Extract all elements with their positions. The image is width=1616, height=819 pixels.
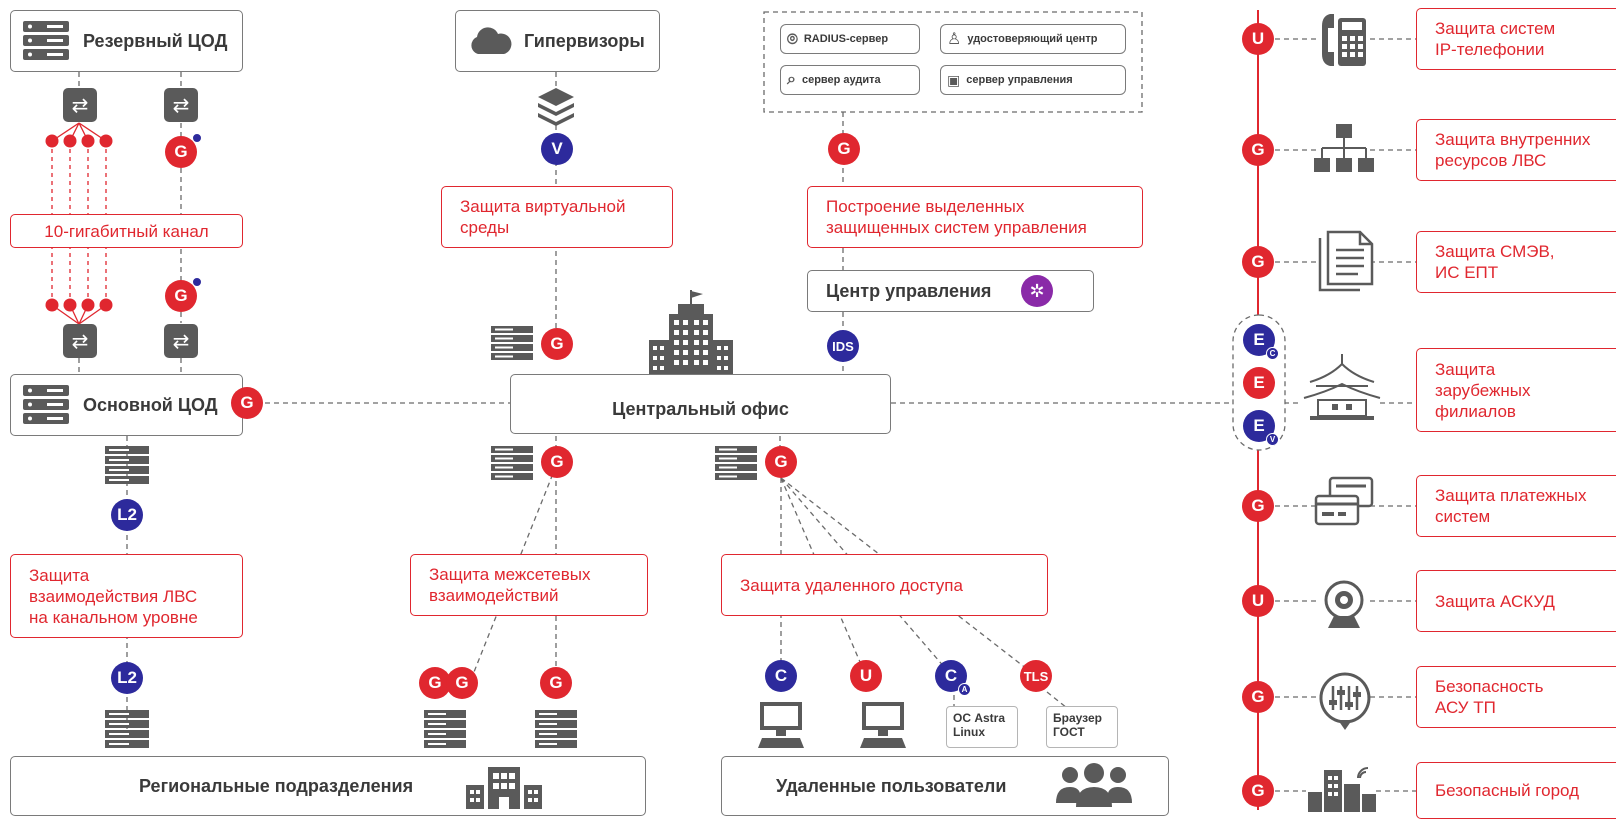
regional-divisions-label: Региональные подразделения: [139, 775, 414, 796]
control-center-label: Центр управления: [826, 280, 992, 301]
gost-badge-regional-2: G: [446, 667, 478, 699]
controller-icon: [1319, 672, 1371, 730]
panel-ip-telephony[interactable]: Защита систем IP-телефонии: [1416, 8, 1616, 70]
remote-users-box[interactable]: Удаленные пользователи: [721, 756, 1169, 816]
internetwork-protection-label: Защита межсетевых взаимодействий: [410, 554, 648, 616]
tls-badge: TLS: [1020, 660, 1052, 692]
ca-person-icon: ♙: [947, 31, 962, 48]
cards-icon: [1314, 476, 1374, 526]
server-stack-icon: [105, 446, 149, 484]
gost-badge-regional-1: G: [419, 667, 451, 699]
server-stack-icon: [535, 710, 577, 748]
cloud-icon: [471, 27, 512, 54]
g-badge-lan: G: [1242, 134, 1274, 166]
server-stack-icon: [715, 446, 757, 480]
hypervisors-box[interactable]: Гипервизоры: [455, 10, 660, 72]
city-icon: [1308, 767, 1376, 812]
reserve-dc-label: Резервный ЦОД: [83, 30, 228, 51]
g-badge-city: G: [1242, 775, 1274, 807]
layers-icon: [538, 88, 574, 126]
reserve-dc-box[interactable]: Резервный ЦОД: [10, 10, 243, 72]
g-badge-asutp: G: [1242, 681, 1274, 713]
u-badge-telephony: U: [1242, 23, 1274, 55]
virtual-protection-label: Защита виртуальной среды: [441, 186, 673, 248]
v-badge: V: [541, 133, 573, 165]
central-office-box[interactable]: Центральный офис: [510, 374, 891, 434]
dedicated-mgmt-label: Построение выделенных защищенных систем …: [807, 186, 1143, 248]
radius-server-pill[interactable]: ⌾ RADIUS-сервер: [780, 24, 920, 54]
webcam-icon: [1324, 580, 1364, 628]
gost-badge-virtual: G: [541, 328, 573, 360]
gost-badge-remote: G: [765, 446, 797, 478]
astra-linux-box: ОС Astra Linux: [946, 706, 1018, 748]
document-icon: [1318, 230, 1374, 292]
desktop-computer-icon: [860, 702, 906, 748]
users-group-icon: [1056, 763, 1132, 807]
switch-icon-reserve-2: ⇄: [164, 88, 198, 122]
l2-badge-bottom: L2: [111, 662, 143, 694]
server-stack-icon: [424, 710, 466, 748]
desktop-computer-icon: [758, 702, 804, 748]
panel-payment-systems[interactable]: Защита платежных систем: [1416, 475, 1616, 537]
switch-icon-main-1: ⇄: [63, 324, 97, 358]
management-monitor-icon: ▣: [947, 71, 961, 88]
switch-icon-main-2: ⇄: [164, 324, 198, 358]
control-hub-icon: ✲: [1021, 275, 1053, 307]
panel-ackud[interactable]: Защита АСКУД: [1416, 570, 1616, 632]
gost-badge-regional-3: G: [540, 667, 572, 699]
main-dc-box[interactable]: Основной ЦОД: [10, 374, 243, 436]
l2-protection-label: Защита взаимодействия ЛВС на канальном у…: [10, 554, 243, 638]
g-badge-smev: G: [1242, 246, 1274, 278]
main-dc-label: Основной ЦОД: [83, 394, 218, 415]
u-badge-ackud: U: [1242, 585, 1274, 617]
hypervisors-label: Гипервизоры: [524, 30, 645, 51]
panel-smev[interactable]: Защита СМЭВ, ИС ЕПТ: [1416, 231, 1616, 293]
switch-icon-reserve-1: ⇄: [63, 88, 97, 122]
ids-badge: IDS: [827, 330, 859, 362]
server-stack-icon: [105, 710, 149, 748]
panel-foreign-branches[interactable]: Защита зарубежных филиалов: [1416, 348, 1616, 432]
pagoda-icon: [1303, 354, 1381, 420]
panel-asu-tp[interactable]: Безопасность АСУ ТП: [1416, 666, 1616, 728]
g-badge-payment: G: [1242, 490, 1274, 522]
audit-search-icon: ⌕: [787, 71, 796, 88]
ten-gigabit-channel-label: 10-гигабитный канал: [10, 214, 243, 248]
server-stack-icon: [491, 446, 533, 480]
city-buildings-icon: [466, 767, 542, 809]
management-server-pill[interactable]: ▣ сервер управления: [940, 65, 1126, 95]
audit-server-pill[interactable]: ⌕ сервер аудита: [780, 65, 920, 95]
gost-badge-reserve: G: [165, 133, 202, 168]
e-badge: E: [1243, 367, 1275, 399]
certificate-authority-pill[interactable]: ♙ удостоверяющий центр: [940, 24, 1126, 54]
server-stack-icon: [491, 326, 533, 360]
network-tree-icon: [1314, 124, 1374, 172]
server-rack-icon: [23, 21, 69, 60]
gost-badge-main-link: G: [165, 277, 202, 312]
central-office-label: Центральный офис: [612, 398, 789, 419]
panel-lan-resources[interactable]: Защита внутренних ресурсов ЛВС: [1416, 119, 1616, 181]
c-badge-remote: C: [765, 660, 797, 692]
server-rack-icon: [23, 385, 69, 424]
panel-safe-city[interactable]: Безопасный город: [1416, 762, 1616, 819]
phone-icon: [1322, 14, 1366, 66]
control-center-box[interactable]: Центр управления ✲: [807, 270, 1094, 312]
gost-browser-box: Браузер ГОСТ: [1046, 706, 1118, 748]
fingerprint-icon: ⌾: [787, 28, 798, 49]
regional-divisions-box[interactable]: Региональные подразделения: [10, 756, 646, 816]
gost-badge-internetwork: G: [541, 446, 573, 478]
remote-access-label: Защита удаленного доступа: [721, 554, 1048, 616]
gost-badge-main-dc: G: [231, 387, 263, 419]
u-badge-remote: U: [850, 660, 882, 692]
remote-users-label: Удаленные пользователи: [776, 775, 1007, 796]
l2-badge-top: L2: [111, 499, 143, 531]
gost-badge-mgmt: G: [828, 133, 860, 165]
